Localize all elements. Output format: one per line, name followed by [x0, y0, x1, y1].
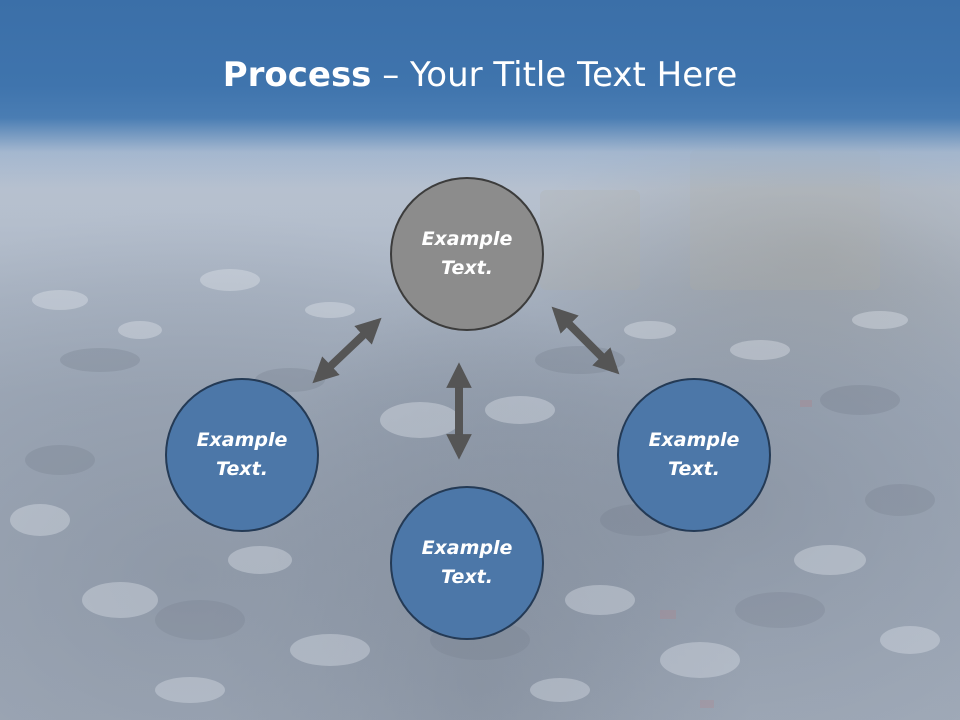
node-line2: Text.: [668, 458, 720, 480]
node-line2: Text.: [441, 257, 493, 279]
node-line2: Text.: [441, 566, 493, 588]
double-arrow-top-left: [312, 317, 382, 384]
title-bold: Process: [222, 55, 372, 95]
title-rest: – Your Title Text Here: [371, 55, 738, 95]
node-line1: Example: [196, 429, 288, 451]
node-line2: Text.: [216, 458, 268, 480]
node-line1: Example: [421, 537, 513, 559]
slide-title: Process – Your Title Text Here: [0, 50, 960, 100]
node-line1: Example: [421, 228, 513, 250]
double-arrow-top-right: [551, 306, 620, 375]
title-bar: [0, 0, 960, 190]
node-line1: Example: [648, 429, 740, 451]
